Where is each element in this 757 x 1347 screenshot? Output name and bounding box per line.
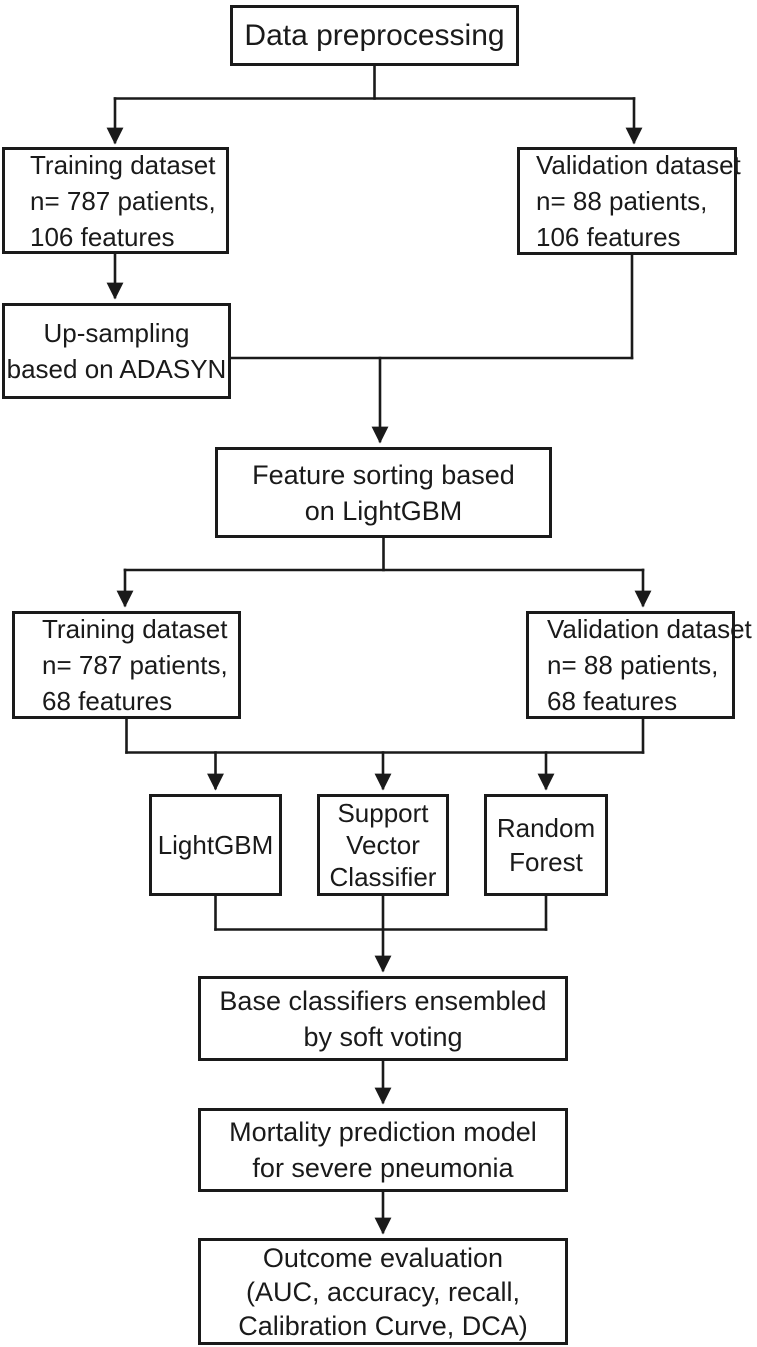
node-label: Feature sorting based [252,459,515,490]
node-validation-dataset-initial: Validation dataset n= 88 patients, 106 f… [517,147,741,255]
node-label: for severe pneumonia [252,1153,514,1183]
node-label: on LightGBM [304,495,463,526]
node-training-dataset-initial: Training dataset n= 787 patients, 106 fe… [2,147,229,254]
node-label: 68 features [547,686,678,716]
node-soft-voting-ensemble: Base classifiers ensembled by soft votin… [198,976,568,1061]
node-label: Classifier [329,862,437,892]
node-label: Validation dataset [536,150,741,180]
node-label: by soft voting [303,1021,463,1052]
node-label: Random [496,813,596,843]
node-label: (AUC, accuracy, recall, [245,1276,521,1307]
node-label: n= 787 patients, [30,185,216,216]
node-label: 106 features [30,221,175,252]
node-lightgbm: LightGBM [149,794,282,896]
node-label: Support [337,798,429,828]
node-random-forest: Random Forest [484,794,608,896]
node-label: based on ADASYN [6,354,227,384]
node-mortality-prediction-model: Mortality prediction model for severe pn… [198,1108,568,1192]
node-label: Training dataset [42,614,228,644]
node-label: Data preprocessing [244,18,505,52]
node-label: n= 787 patients, [42,650,228,680]
node-label: n= 88 patients, [547,650,719,680]
node-validation-dataset-selected: Validation dataset n= 88 patients, 68 fe… [526,611,752,719]
node-training-dataset-selected: Training dataset n= 787 patients, 68 fea… [12,611,241,719]
node-upsampling-adasyn: Up-sampling based on ADASYN [2,303,231,399]
node-label: Vector [346,830,420,860]
node-support-vector-classifier: Support Vector Classifier [317,794,449,896]
node-outcome-evaluation: Outcome evaluation (AUC, accuracy, recal… [198,1238,568,1345]
node-label: Validation dataset [547,614,752,644]
node-label: Mortality prediction model [229,1117,537,1147]
node-feature-sorting: Feature sorting based on LightGBM [215,447,552,538]
node-label: Training dataset [30,149,216,180]
node-label: n= 88 patients, [536,186,708,216]
node-label: Outcome evaluation [262,1242,504,1273]
node-label: Up-sampling [43,318,190,348]
node-data-preprocessing: Data preprocessing [230,5,519,66]
node-label: Forest [509,847,583,877]
node-label: Calibration Curve, DCA) [238,1310,528,1341]
node-label: 68 features [42,686,173,716]
node-label: Base classifiers ensembled [219,985,547,1016]
node-label: LightGBM [157,830,274,860]
node-label: 106 features [536,222,681,252]
